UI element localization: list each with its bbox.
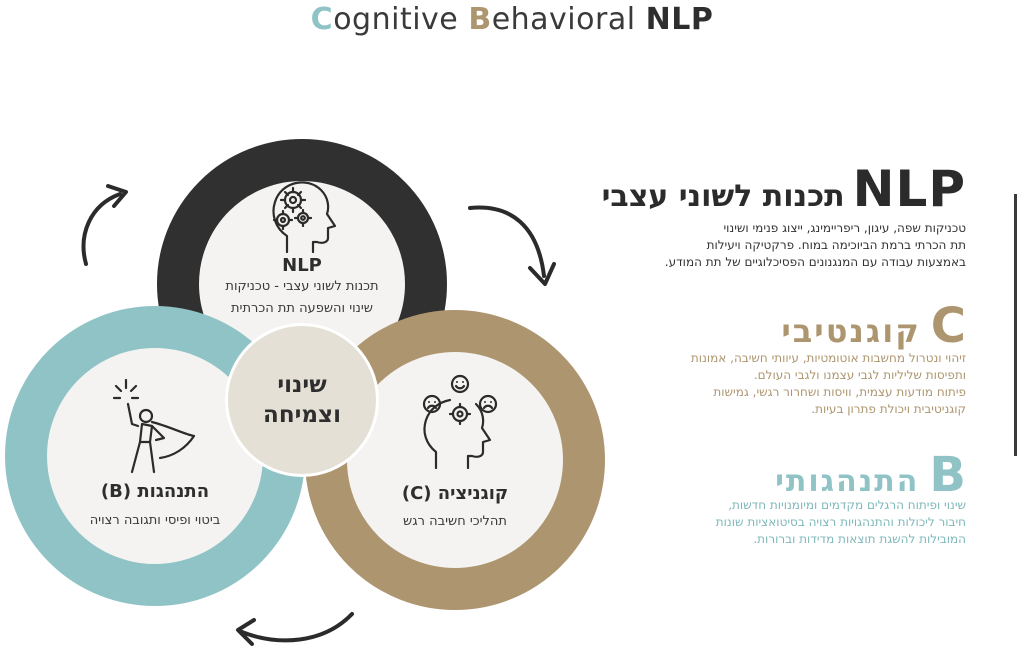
center-line2: וצמיחה bbox=[263, 402, 341, 428]
behavioral-side-title: B התנהגותי bbox=[666, 447, 966, 503]
cognition-ring-desc: תהליכי חשיבה רגש bbox=[403, 514, 507, 529]
behavioral-side-subtitle: התנהגותי bbox=[775, 464, 920, 499]
behavioral-side-line: המובילות להשגת תוצאות מדידות וברורות. bbox=[753, 532, 966, 546]
nlp-side-text: טכניקות שפה, עיגון, ריפריימינג, ייצוג פנ… bbox=[665, 220, 966, 271]
behavior-ring-heading: התנהגות (B) bbox=[100, 481, 210, 502]
side-divider bbox=[1014, 194, 1017, 456]
cognitive-side-subtitle: קוגנטיבי bbox=[781, 312, 921, 350]
cognitive-side-letter: C bbox=[930, 298, 966, 354]
cycle-arrow-top-left-icon bbox=[81, 184, 128, 266]
nlp-side-title: NLPתכנות לשוני עצבי bbox=[576, 160, 966, 218]
cognitive-side-title: Cקוגנטיבי bbox=[666, 298, 966, 354]
head-emotions-icon bbox=[422, 374, 498, 470]
hero-cape-icon bbox=[112, 378, 196, 474]
behavioral-side-line: חיבור ליכולות והתנהגויות רצויה בסיטואציו… bbox=[715, 515, 966, 529]
cognitive-side-line: קוגניטיבית ויכולת פתרון בעיות. bbox=[811, 402, 966, 416]
head-gears-icon bbox=[272, 181, 337, 254]
behavior-ring-desc: ביטוי ופיסי ותגובה רצויה bbox=[89, 513, 221, 528]
nlp-side-line: תת הכרתי ברמת הביוכימה במוח. פרקטיקה ויע… bbox=[706, 238, 966, 252]
title-word-nlp: NLP bbox=[645, 2, 714, 37]
title-letter-b: B bbox=[468, 2, 492, 37]
cognition-ring-heading: קוגניציה (C) bbox=[401, 483, 509, 504]
center-line1: שינוי bbox=[277, 372, 327, 398]
nlp-side-line: טכניקות שפה, עיגון, ריפריימינג, ייצוג פנ… bbox=[723, 221, 966, 235]
title-word-cognitive: ognitive bbox=[333, 2, 459, 37]
behavioral-side-line: שינוי ופיתוח הרגלים מקדמים ומיומנויות חד… bbox=[728, 498, 966, 512]
nlp-ring-desc-line1: תכנות לשוני עצבי - טכניקות bbox=[225, 279, 379, 294]
nlp-ring-heading: NLP bbox=[282, 255, 322, 276]
cycle-arrow-bottom-icon bbox=[236, 612, 354, 646]
nlp-ring-desc-line2: שינוי והשפעה תת הכרתית bbox=[231, 301, 373, 316]
cognitive-side-line: פיתוח מודעות עצמית, וויסות ושחרור רגשי, … bbox=[713, 385, 966, 399]
cognitive-side-line: זיהוי ונטרול מחשבות אוטומטיות, עיוותי חש… bbox=[690, 351, 966, 365]
center-circle: שינוי וצמיחה bbox=[228, 326, 376, 474]
cognitive-side-text: זיהוי ונטרול מחשבות אוטומטיות, עיוותי חש… bbox=[691, 350, 966, 418]
cognitive-side-line: ותפיסות שליליות לגבי עצמנו ולגבי העולם. bbox=[753, 368, 966, 382]
behavioral-side-text: שינוי ופיתוח הרגלים מקדמים ומיומנויות חד… bbox=[716, 497, 966, 548]
behavioral-side-letter: B bbox=[929, 447, 966, 503]
nlp-side-letters: NLP bbox=[852, 160, 966, 218]
page-title: Cognitive Behavioral NLP bbox=[0, 2, 1024, 38]
nlp-side-line: באמצעות עבודה עם המנגנונים הפסיכלוגיים ש… bbox=[664, 255, 966, 269]
cycle-arrow-top-right-icon bbox=[468, 205, 556, 286]
nlp-side-subtitle: תכנות לשוני עצבי bbox=[601, 179, 845, 214]
title-word-behavioral: ehavioral bbox=[491, 2, 636, 37]
title-letter-c: C bbox=[310, 2, 334, 37]
